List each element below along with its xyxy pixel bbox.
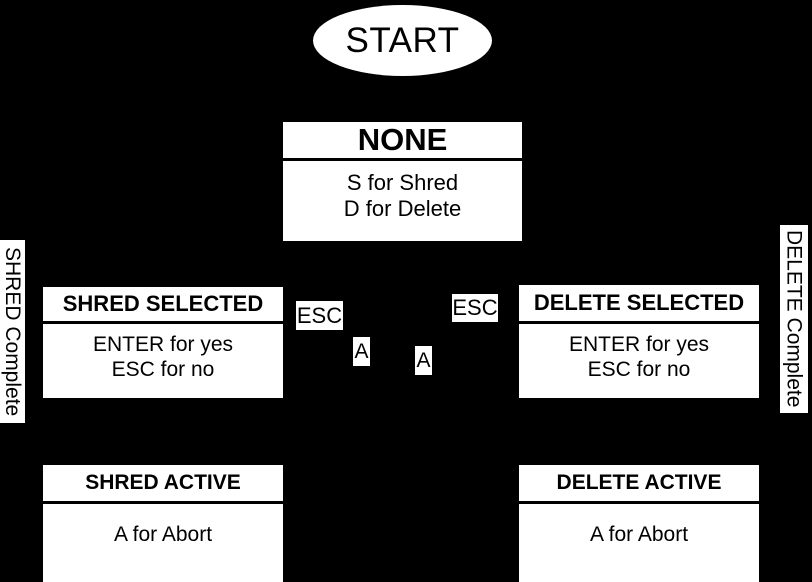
state-node-delete-selected[interactable]: DELETE SELECTED ENTER for yes ESC for no	[519, 285, 759, 398]
edge-label-esc-delete: ESC	[452, 294, 498, 322]
edge-shred-selected-to-active	[162, 398, 165, 465]
state-body-delete-selected: ENTER for yes ESC for no	[519, 324, 759, 383]
start-node[interactable]: START	[313, 5, 492, 76]
state-line: ESC for no	[587, 357, 691, 381]
state-body-none: S for Shred D for Delete	[283, 161, 522, 222]
state-body-delete-active: A for Abort	[519, 504, 759, 548]
terminal-label-delete-complete-text: DELETE Complete	[782, 230, 806, 408]
state-node-shred-active[interactable]: SHRED ACTIVE A for Abort	[43, 465, 283, 582]
terminal-label-delete-complete: DELETE Complete	[780, 225, 808, 413]
edge-start-to-none	[401, 76, 404, 122]
state-body-shred-active: A for Abort	[43, 504, 283, 548]
edge-none-to-shred-selected	[162, 241, 165, 287]
state-line: ENTER for yes	[568, 333, 710, 356]
state-node-none[interactable]: NONE S for Shred D for Delete	[283, 122, 522, 241]
state-line: S for Shred	[346, 170, 459, 195]
edge-label-abort-delete: A	[415, 346, 432, 375]
edge-shred-active-to-complete	[25, 330, 43, 333]
state-line: ESC for no	[111, 357, 215, 381]
start-label: START	[345, 21, 460, 60]
state-title-none: NONE	[283, 122, 522, 161]
state-line: A for Abort	[113, 523, 213, 546]
state-node-delete-active[interactable]: DELETE ACTIVE A for Abort	[519, 465, 759, 582]
state-line: ENTER for yes	[92, 333, 234, 356]
edge-delete-active-to-complete	[759, 318, 780, 321]
state-line: D for Delete	[343, 195, 462, 221]
edge-label-abort-shred: A	[353, 337, 370, 366]
state-node-shred-selected[interactable]: SHRED SELECTED ENTER for yes ESC for no	[43, 287, 283, 398]
state-body-shred-selected: ENTER for yes ESC for no	[43, 324, 283, 383]
edge-label-esc-shred: ESC	[296, 301, 343, 330]
state-title-delete-active: DELETE ACTIVE	[519, 465, 759, 504]
state-title-shred-selected: SHRED SELECTED	[43, 287, 283, 324]
terminal-label-shred-complete-text: SHRED Complete	[1, 246, 24, 417]
terminal-label-shred-complete: SHRED Complete	[0, 240, 25, 423]
edge-delete-selected-to-active	[637, 398, 640, 465]
edge-none-to-delete-selected	[637, 241, 640, 285]
state-title-delete-selected: DELETE SELECTED	[519, 285, 759, 324]
state-line: A for Abort	[589, 523, 689, 546]
state-title-shred-active: SHRED ACTIVE	[43, 465, 283, 504]
